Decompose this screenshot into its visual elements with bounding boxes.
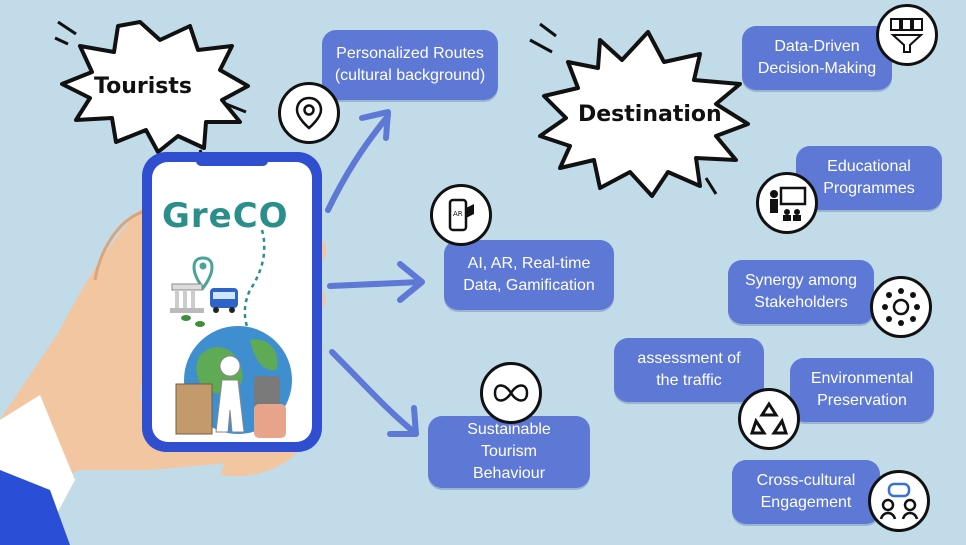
ar-phone-icon: AR — [430, 184, 492, 246]
tag-label: Environmental Preservation — [810, 370, 914, 409]
tag-personalized-routes: Personalized Routes (cultural background… — [322, 30, 498, 100]
tag-sustainable: Sustainable Tourism Behaviour — [428, 416, 590, 488]
svg-text:AR: AR — [453, 210, 463, 218]
data-funnel-icon — [876, 4, 938, 66]
tag-cross-cultural: Cross-cultural Engagement — [732, 460, 880, 524]
tag-label: assessment of the traffic — [637, 350, 741, 389]
tag-assessment: assessment of the traffic — [614, 338, 764, 402]
infinity-loop-icon — [480, 362, 542, 424]
arrow-to-sustainable — [329, 349, 417, 435]
tag-label: Personalized Routes (cultural background… — [334, 45, 486, 84]
arrow-to-routes — [325, 113, 391, 213]
recycle-icon — [738, 388, 800, 450]
destination-label: Destination — [578, 102, 722, 127]
arrows — [325, 109, 425, 437]
tag-label: AI, AR, Real-time Data, Gamification — [463, 255, 595, 294]
phone-screen-illustration — [170, 229, 292, 438]
tourists-label: Tourists — [94, 74, 192, 99]
arrow-to-routes-head — [359, 109, 391, 141]
app-name: GreCO — [162, 196, 289, 236]
arrow-to-sustainable-head — [387, 405, 419, 437]
tag-educational: Educational Programmes — [796, 146, 942, 210]
tag-data-driven: Data-Driven Decision-Making — [742, 26, 892, 90]
chat-people-icon — [868, 470, 930, 532]
arrow-to-ai-head — [397, 261, 425, 303]
tag-label: Sustainable Tourism Behaviour — [467, 421, 551, 482]
tag-synergy: Synergy among Stakeholders — [728, 260, 874, 324]
destination-speech-burst — [529, 22, 750, 198]
tag-label: Educational Programmes — [823, 158, 915, 197]
presentation-teacher-icon — [756, 172, 818, 234]
location-pin-icon — [278, 82, 340, 144]
tag-label: Synergy among Stakeholders — [744, 272, 858, 311]
tag-label: Data-Driven Decision-Making — [757, 38, 877, 77]
arrow-to-ai — [327, 279, 423, 289]
tag-ai-ar: AI, AR, Real-time Data, Gamification — [444, 240, 614, 310]
network-gear-icon — [870, 276, 932, 338]
tag-label: Cross-cultural Engagement — [756, 472, 856, 511]
tag-environmental: Environmental Preservation — [790, 358, 934, 422]
